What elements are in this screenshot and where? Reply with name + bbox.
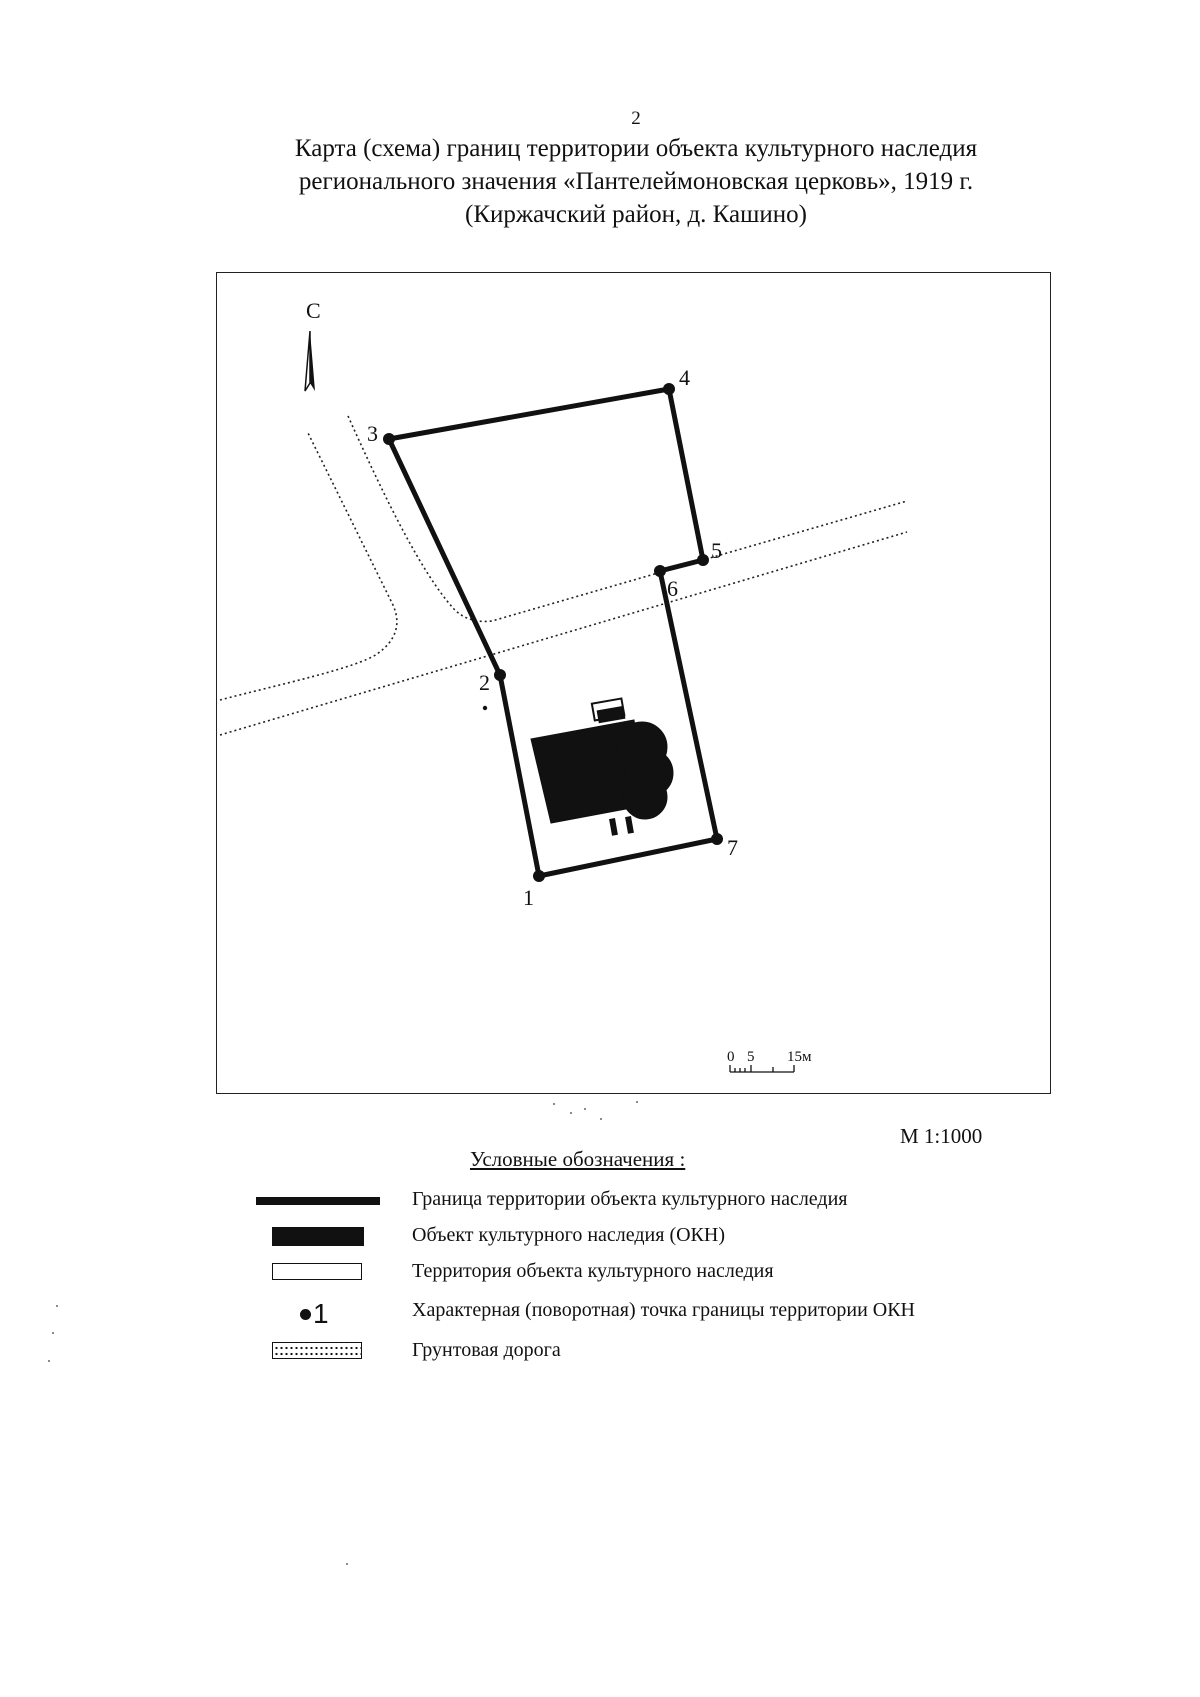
stray-dot — [482, 705, 488, 711]
boundary-point-label-7: 7 — [727, 835, 738, 860]
scan-speck — [570, 1112, 572, 1114]
scale-bar: 0 5 15м — [727, 1049, 812, 1073]
dirt-road — [219, 415, 908, 736]
boundary-point-2 — [494, 669, 506, 681]
boundary-point-7 — [711, 833, 723, 845]
boundary-point-3 — [383, 433, 395, 445]
legend-point-number: 1 — [313, 1298, 329, 1329]
church-steps-south-b — [625, 816, 634, 834]
scale-bar-label-15: 15м — [787, 1049, 812, 1065]
dirt-road-main-north-edge — [219, 432, 398, 701]
boundary-point-1 — [533, 870, 545, 882]
legend-item-territory: Территория объекта культурного наследия — [250, 1258, 1090, 1288]
legend-title: Условные обозначения : — [470, 1147, 686, 1171]
legend-label-okn: Объект культурного наследия (ОКН) — [412, 1224, 725, 1246]
title-line-1: Карта (схема) границ территории объекта … — [294, 135, 978, 162]
legend-label-territory: Территория объекта культурного наследия — [412, 1260, 774, 1282]
north-arrow-outline — [304, 330, 311, 392]
scan-speck — [584, 1108, 586, 1110]
church-steps-south-a — [609, 818, 618, 836]
north-label: С — [306, 298, 321, 323]
boundary-point-label-6: 6 — [667, 576, 678, 601]
page-number: 2 — [631, 108, 641, 129]
legend-dirt-road-symbol — [250, 1337, 380, 1367]
north-arrow: С — [304, 298, 321, 392]
point-dot-icon — [300, 1308, 311, 1320]
boundary-point-label-3: 3 — [367, 421, 378, 446]
scan-speck — [346, 1563, 348, 1565]
dirt-road-branch-east-edge — [347, 415, 908, 623]
map-canvas: 1 2 3 4 5 6 7 С 0 5 15м — [219, 298, 908, 1073]
okn-church — [530, 697, 674, 836]
dirt-road-main-south-edge — [219, 531, 908, 736]
territory-boundary-line — [386, 386, 720, 879]
title-line-2: регионального значения «Пантелеймоновска… — [298, 168, 974, 195]
scale-bar-label-5: 5 — [747, 1049, 755, 1065]
legend-item-okn: Объект культурного наследия (ОКН) — [250, 1222, 1090, 1252]
boundary-point-labels: 1 2 3 4 5 6 7 — [367, 365, 738, 910]
scale-bar-label-0: 0 — [727, 1049, 735, 1065]
scale-bar-ruler — [729, 1065, 795, 1073]
scan-speck — [48, 1360, 50, 1362]
legend-point-symbol: 1 — [250, 1297, 380, 1329]
scan-speck — [553, 1103, 555, 1105]
scan-speck — [52, 1332, 54, 1334]
boundary-point-6 — [654, 565, 666, 577]
boundary-points — [383, 383, 723, 882]
legend-boundary-line-symbol — [250, 1186, 380, 1216]
boundary-point-4 — [663, 383, 675, 395]
scan-speck — [56, 1305, 58, 1307]
scan-speck — [600, 1118, 602, 1120]
legend-item-point: 1 Характерная (поворотная) точка границы… — [250, 1297, 1090, 1329]
legend-label-boundary: Граница территории объекта культурного н… — [412, 1188, 848, 1210]
boundary-point-label-2: 2 — [479, 670, 490, 695]
boundary-point-label-4: 4 — [679, 365, 690, 390]
church-porch-north-fill — [596, 705, 626, 724]
boundary-point-label-1: 1 — [523, 885, 534, 910]
legend-territory-outline-symbol — [250, 1258, 380, 1288]
scale-ratio: М 1:1000 — [900, 1124, 983, 1148]
legend-label-point: Характерная (поворотная) точка границы т… — [412, 1299, 915, 1321]
legend-okn-fill-symbol — [250, 1222, 380, 1252]
title-line-3: (Киржачский район, д. Кашино) — [465, 201, 807, 228]
legend-item-dirt-road: Грунтовая дорога — [250, 1337, 1090, 1367]
north-arrow-fill — [310, 331, 315, 391]
boundary-point-5 — [697, 554, 709, 566]
map-title: Карта (схема) границ территории объекта … — [200, 132, 1072, 231]
scan-speck — [636, 1101, 638, 1103]
legend-label-dirt-road: Грунтовая дорога — [412, 1339, 561, 1361]
boundary-point-label-5: 5 — [711, 538, 722, 563]
church-apse-lower — [622, 774, 668, 820]
map-frame: 1 2 3 4 5 6 7 С 0 5 15м — [216, 272, 1051, 1094]
legend-item-boundary: Граница территории объекта культурного н… — [250, 1186, 1090, 1216]
